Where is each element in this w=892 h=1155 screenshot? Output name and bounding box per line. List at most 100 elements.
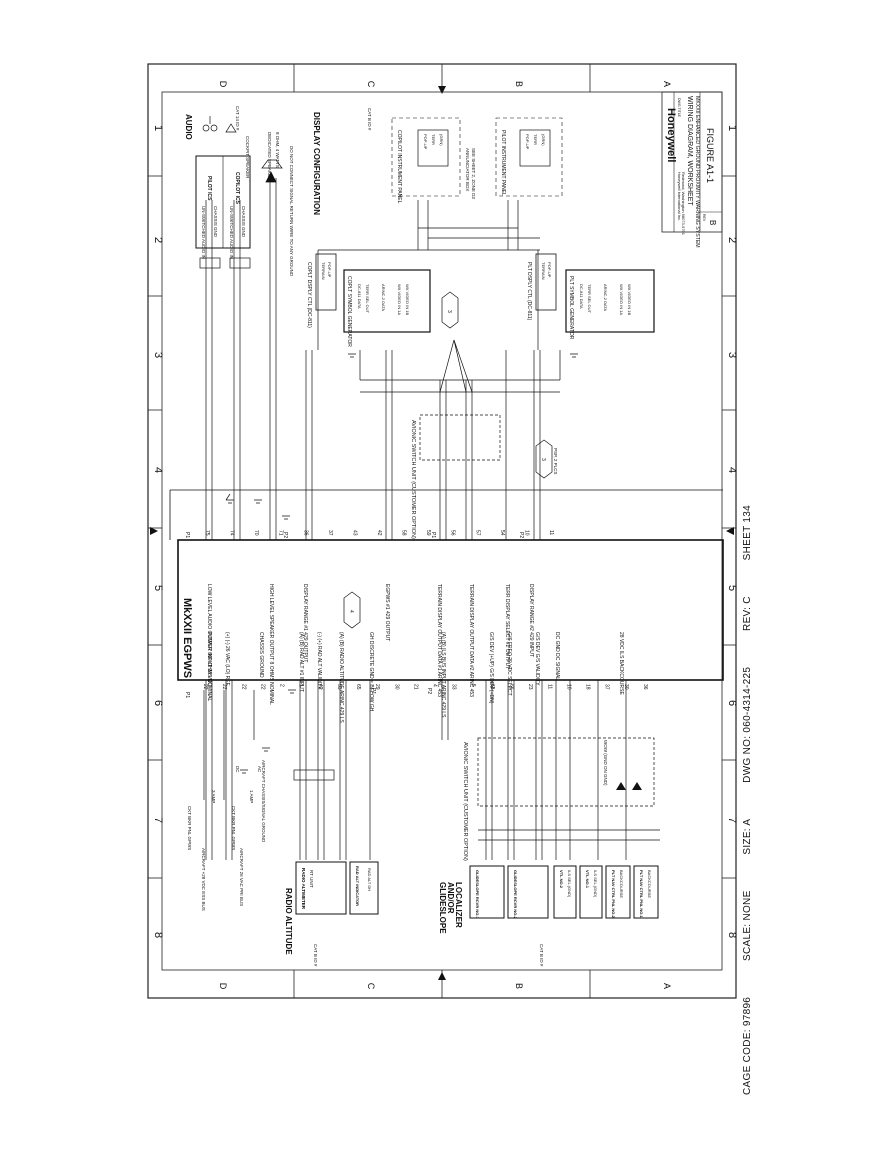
egpws-label-28vdc: 28 VDC ILS BACKCOURSE (618, 632, 624, 695)
pin-number: 10 (565, 684, 571, 690)
pin-number: 71 (278, 530, 284, 536)
cat-glide-label: CAT B ID # (539, 944, 544, 967)
hex-callout-3b-text: 3 (540, 458, 546, 461)
egpws-label-dc-gnd: DC GND DC SIGNAL (554, 632, 560, 680)
pin-number: 74 (229, 530, 235, 536)
plt-ctrl-2-box (605, 865, 631, 919)
audio-box-line-2: CHASSIS GND (213, 206, 218, 238)
company-name: Honeywell International Inc. (677, 172, 682, 221)
pin-number: 42 (376, 530, 382, 536)
copilot-popup-switch (417, 129, 449, 167)
copilot-gen-box (343, 269, 431, 333)
rad-alt-dh-label: RAD ALT DH (367, 868, 372, 891)
outer-border (147, 63, 737, 999)
pin-number: 37 (604, 684, 610, 690)
speaker-spec-label: 8 OHM, 4 WATTS (275, 132, 280, 168)
pin-number: 22 (221, 684, 227, 690)
egpws-label-power: POWER INPUT 28 VDC (206, 632, 212, 686)
egpws-label-high-level: HIGH LEVEL SPEAKER OUTPUT 8 OHMS NOMINAL (268, 584, 274, 705)
audio-box-line-4: CHASSIS GND (241, 206, 246, 238)
zone-num-8r: 8 (726, 932, 738, 938)
pin-number: 36 (302, 530, 308, 536)
pin-number: 4 (432, 684, 438, 687)
vtl-1-sub: ILS SEL (GND) (593, 870, 598, 898)
egpws-label-ils-bus: (A) (B) ILS BUS INPUT ARINC 429 LS (440, 632, 446, 718)
zone-top-c: C (366, 81, 376, 88)
copilot-gen-label: COPLT SYMBOL GENERATOR (346, 276, 352, 347)
zone-num-6: 6 (152, 700, 164, 706)
pin-group-p1a: P1 (184, 692, 190, 698)
lower-section: RADIO ALTITUDE GLIDESLOPE AND/OR LOCALIZ… (187, 740, 659, 967)
egpws-label-radalt-valid: (-) (+) RAD ALT VALIDITY (316, 632, 322, 690)
zone-num-4r: 4 (726, 467, 738, 473)
pin-number: 57 (474, 530, 480, 536)
pilot-popup-label: POP-UP (525, 134, 530, 150)
pin-number: 11 (546, 684, 552, 689)
pilot-gen-line-5: WX VIDEO IN 1B (627, 284, 632, 315)
arrow-bottom (438, 972, 446, 980)
hex-callout-3a-text: 3 (446, 310, 452, 313)
audio-box-line-3: UN-SWITCHED AUDIO IN (229, 206, 234, 259)
copilot-gen-line-4: WX VIDEO IN 1A (397, 284, 402, 315)
ac-mark-1: AC (257, 766, 262, 773)
egpws-label-dh: GH DISCRETE GND = BELOW GH (368, 632, 374, 712)
pin-number: 56 (450, 530, 456, 536)
rad-alt-indicator-label: RAD ALT INDICATOR (355, 866, 360, 906)
rev-label: REV (702, 214, 706, 222)
section-display: DISPLAY CONFIGURATION (312, 112, 321, 215)
pilot-gen-label: PLT SYMBOL GENERATOR (568, 276, 574, 340)
plt-ctrl-1-label: PLT NAV CTRL PNL NO.1 (639, 870, 644, 918)
pilot-gen-line-2: TERR SEL OUT (587, 284, 592, 314)
footer-size: SIZE: A (742, 818, 753, 855)
pin-group-p1d: P1 (430, 532, 436, 538)
zone-ticks (148, 64, 736, 998)
pin-number: 11 (548, 530, 554, 535)
dc-mark-1: DC (235, 766, 240, 773)
egpws-label-low-level: LOW LEVEL AUDIO OUTPUT 600 OHMS NOMINAL (206, 584, 212, 701)
pin-number: 42 (317, 684, 323, 690)
pin-number: 22 (259, 684, 265, 690)
zone-bot-c: C (366, 983, 376, 990)
speaker-icon (261, 159, 283, 183)
hex-callout-3a (441, 291, 459, 329)
zone-num-7: 7 (152, 817, 164, 823)
center-arrows (150, 86, 734, 980)
pin-group-p2b: P2 (426, 688, 432, 694)
hex-callout-4-text: 4 (348, 610, 354, 613)
zone-num-8: 8 (152, 932, 164, 938)
pin-group-p1b: P1 (184, 532, 190, 538)
pin-number: 5 (470, 684, 476, 687)
copilot-gen-line-5: WX VIDEO IN 1B (405, 284, 410, 315)
footer-dwg: DWG NO: 060-4314-225 (742, 666, 753, 783)
annunciator-label: ANNUNCIATOR BOX (465, 148, 470, 191)
vtl-1-box (579, 865, 603, 919)
copilot-ics-label: COPILOT ICS (234, 172, 240, 205)
pilot-panel-label: PILOT INSTRUMENT PANEL (500, 130, 506, 196)
audio-box-line-1: UN-SWITCHED AUDIO IN (201, 206, 206, 259)
cockpit-speaker-label: COCKPIT SPEAKER (245, 136, 250, 179)
vtl-2-label: VTL NO.2 (559, 870, 564, 889)
dwg-title-label: DWG TITLE (677, 98, 681, 118)
pin-number: 18 (585, 684, 591, 690)
egpws-label-egpws-429: EGPWS #1 429 OUTPUT (384, 584, 390, 641)
glide-rcvr-2-label: GLIDESLOPE RCVR NO.1 (475, 870, 480, 919)
vtl-2-sub: ILS SEL (GND) (567, 870, 572, 898)
radio-altimeter-sub: RT UNIT (309, 870, 314, 888)
audio-section: AUDIO UN-SWITCHED AUDIO IN CHASSIS GND U… (184, 106, 294, 277)
upper-switch-unit-label: AVIONIC SWITCH UNIT (CUSTOMER OPTION) (410, 420, 416, 539)
zone-top-d: D (218, 81, 228, 88)
glide-rcvr-1-box (507, 865, 549, 919)
chassis-ground-label: AIRCRAFT CHASSIS/SIGNAL GROUND (261, 760, 266, 843)
hex-callout-3b (535, 439, 553, 479)
pilot-popup-switch (519, 129, 551, 167)
zone-bot-b: B (514, 983, 524, 989)
pin-number: 53 (336, 684, 342, 690)
pin-number: 59 (425, 530, 431, 536)
pin-number: 33 (451, 684, 457, 690)
zone-num-2: 2 (152, 237, 164, 243)
copilot-gen-line-2: TERR SEL OUT (365, 284, 370, 314)
section-glideslope-1: GLIDESLOPE (438, 882, 447, 934)
footer-rev: REV: C (742, 596, 753, 631)
footer-sheet: SHEET 134 (742, 505, 753, 561)
figure-label: FIGURE A1-1 (705, 128, 715, 183)
